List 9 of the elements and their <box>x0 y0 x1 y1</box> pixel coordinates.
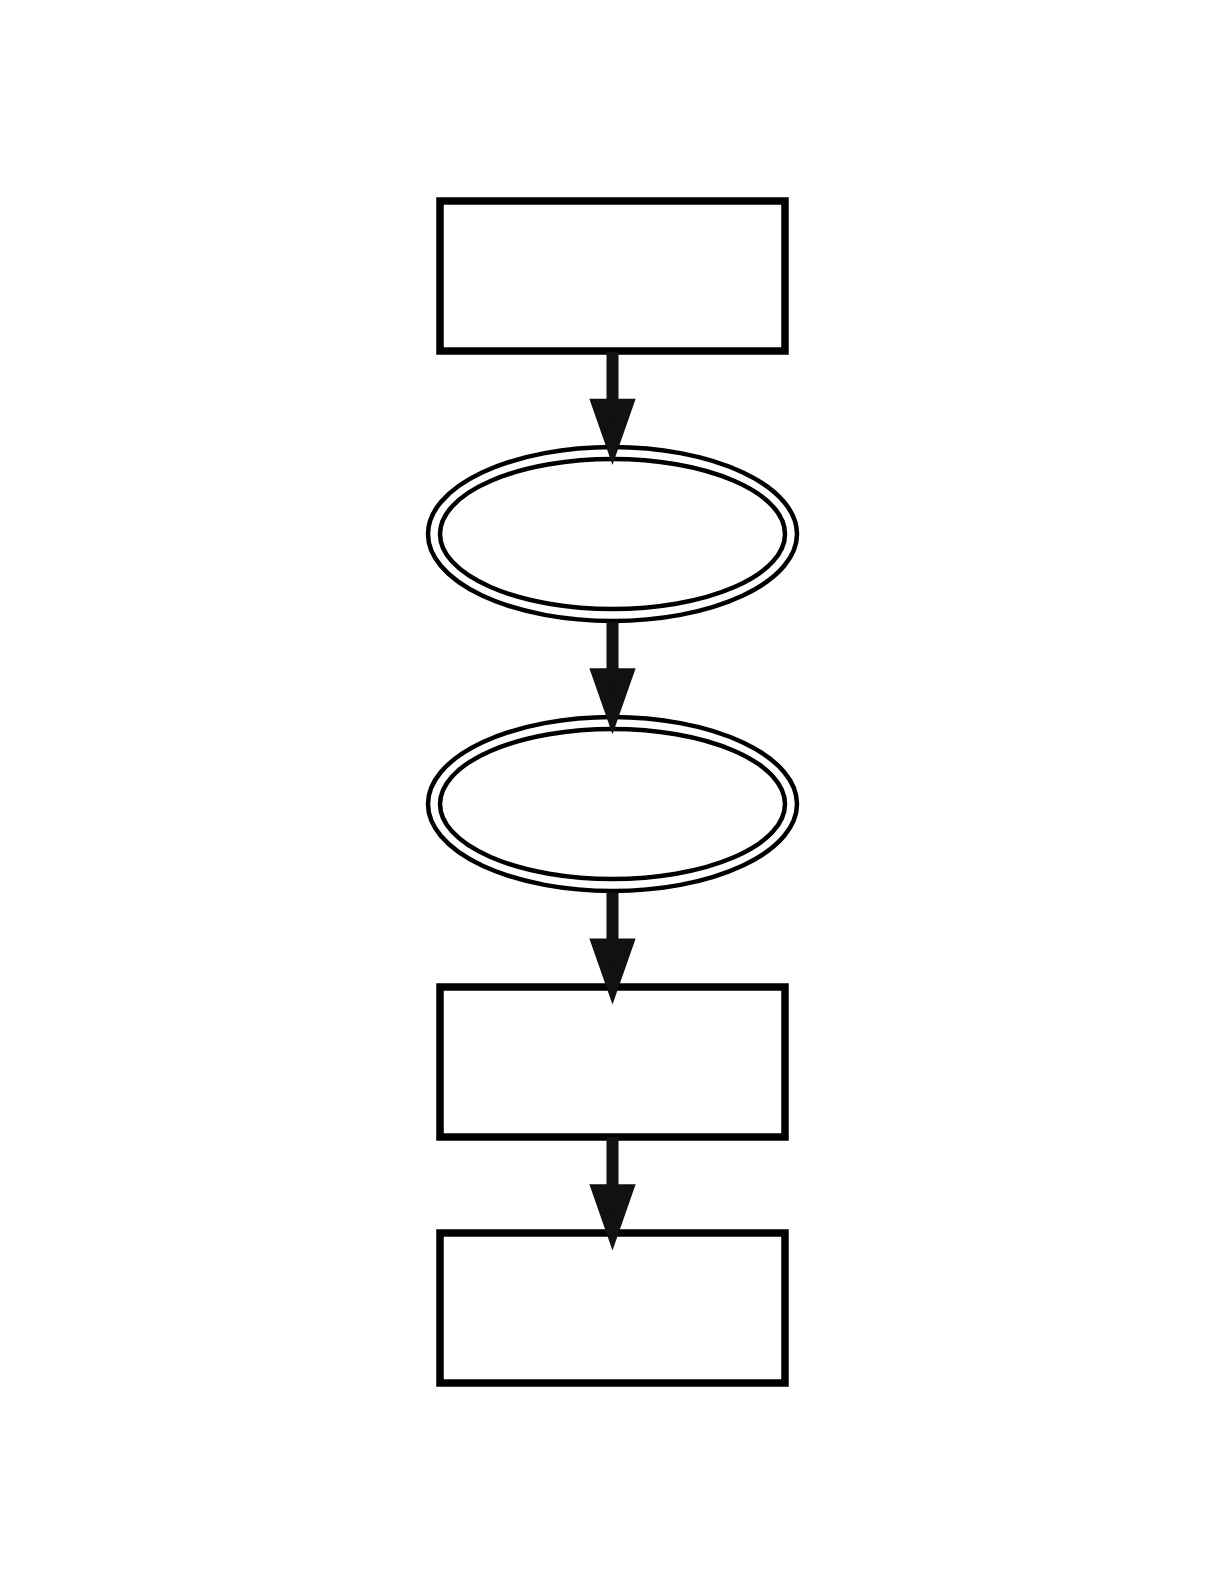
arrow <box>588 351 636 465</box>
node-display <box>425 444 799 624</box>
arrow <box>588 892 636 1005</box>
node-box <box>435 197 789 355</box>
node-display <box>425 714 799 894</box>
arrow <box>588 1137 636 1251</box>
node-box <box>435 1229 789 1387</box>
node-box <box>435 983 789 1141</box>
arrow <box>588 622 636 735</box>
